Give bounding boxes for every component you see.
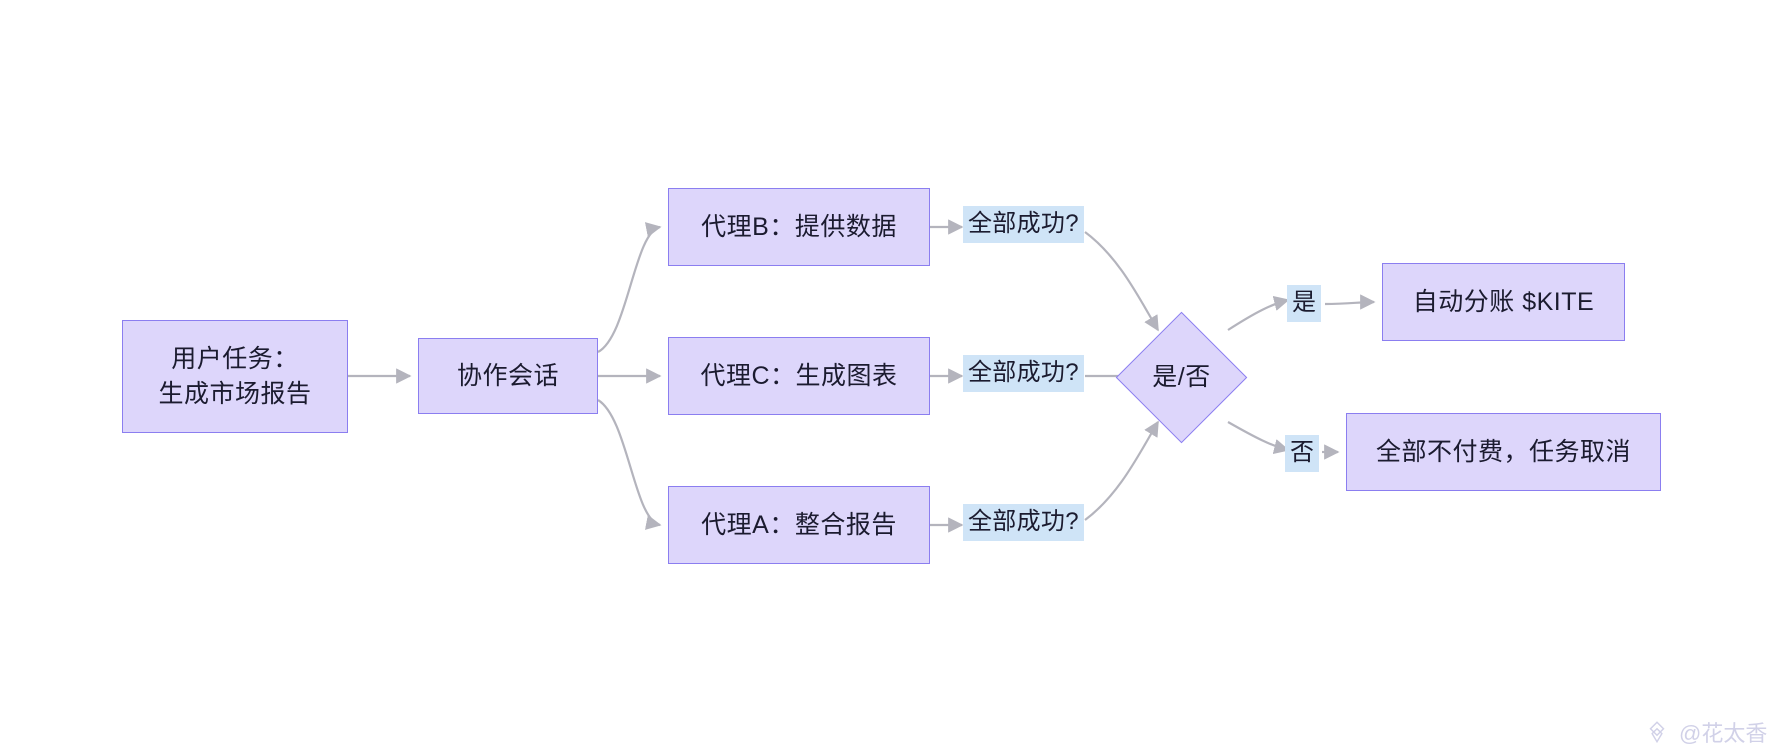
diamond-logo-icon	[1649, 721, 1665, 744]
edge-label-agent-b-all-success: 全部成功?	[963, 206, 1084, 243]
node-collaboration-session[interactable]: 协作会话	[418, 338, 598, 414]
node-user-task[interactable]: 用户任务： 生成市场报告	[122, 320, 348, 433]
edge-decision-to-no-label	[1227, 421, 1290, 455]
node-agent-b[interactable]: 代理B：提供数据	[668, 188, 930, 266]
node-task-cancelled-label: 全部不付费，任务取消	[1375, 437, 1631, 466]
node-user-task-label: 用户任务： 生成市场报告	[158, 345, 312, 408]
edge-agent-a-label-to-decision	[1084, 420, 1159, 521]
node-decision-label: 是/否	[1152, 363, 1211, 392]
edge-session-to-agent-b	[597, 222, 662, 353]
edge-agent-b-label-to-decision	[1084, 231, 1159, 332]
edge-label-decision-no: 否	[1285, 435, 1320, 472]
watermark-handle: @花太香	[1679, 721, 1768, 746]
node-decision[interactable]: 是/否	[1115, 311, 1248, 444]
node-agent-b-label: 代理B：提供数据	[701, 212, 897, 241]
node-agent-a[interactable]: 代理A：整合报告	[668, 486, 930, 564]
node-task-cancelled[interactable]: 全部不付费，任务取消	[1346, 413, 1661, 491]
watermark: @花太香	[1644, 716, 1767, 748]
edge-label-agent-c-all-success: 全部成功?	[963, 355, 1084, 392]
node-agent-a-label: 代理A：整合报告	[701, 510, 897, 539]
node-agent-c-label: 代理C：生成图表	[700, 361, 898, 390]
node-agent-c[interactable]: 代理C：生成图表	[668, 337, 930, 415]
edge-decision-to-yes-label	[1227, 295, 1290, 331]
edge-label-decision-yes: 是	[1287, 285, 1322, 322]
node-auto-payout[interactable]: 自动分账 $KITE	[1382, 263, 1625, 341]
edge-label-agent-a-all-success: 全部成功?	[963, 504, 1084, 541]
node-auto-payout-label: 自动分账 $KITE	[1412, 287, 1595, 316]
node-collaboration-session-label: 协作会话	[456, 361, 559, 390]
edge-session-to-agent-a	[597, 399, 662, 530]
edge-yes-label-to-payout	[1324, 294, 1376, 310]
